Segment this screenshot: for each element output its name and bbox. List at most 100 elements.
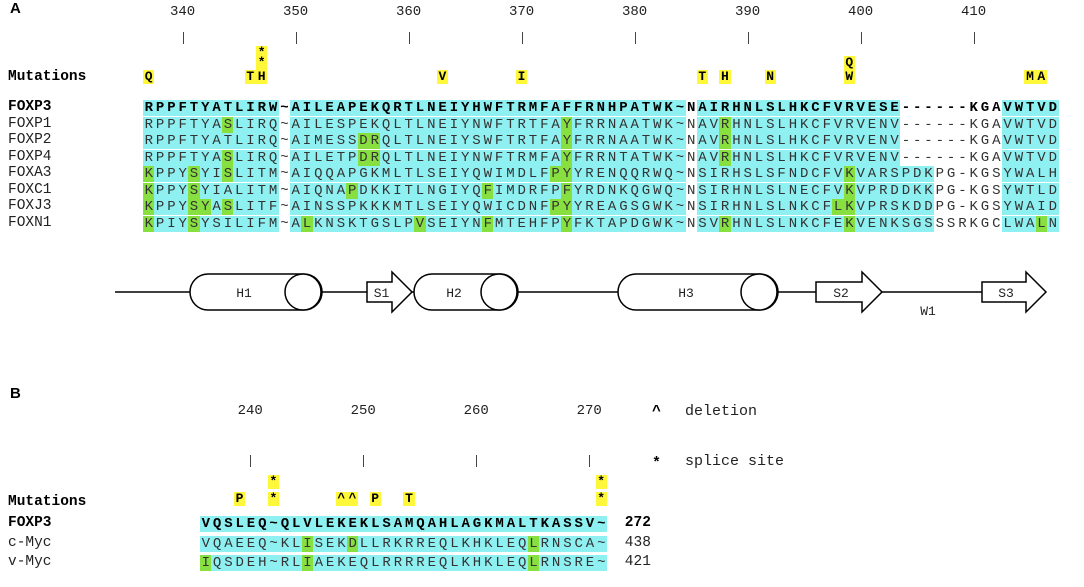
residue: N xyxy=(787,182,799,199)
residue: V xyxy=(832,182,844,199)
residue: R xyxy=(539,555,551,571)
residue: R xyxy=(539,535,551,552)
residue: I xyxy=(301,149,313,166)
residue: P xyxy=(154,215,166,232)
residue: P xyxy=(165,182,178,199)
residue: P xyxy=(402,215,415,232)
residue: G xyxy=(980,199,990,215)
residue: N xyxy=(741,116,754,133)
sequence-end-number: 272 xyxy=(624,515,651,531)
residue: K xyxy=(969,182,978,199)
residue: H xyxy=(471,555,483,571)
residue: L xyxy=(233,516,246,532)
residue: T xyxy=(504,133,517,149)
residue: M xyxy=(267,215,279,232)
residue: G xyxy=(980,166,990,182)
residue: F xyxy=(572,149,584,166)
residue: L xyxy=(1035,166,1048,182)
residue: S xyxy=(764,215,777,232)
residue: N xyxy=(527,199,539,215)
residue: M xyxy=(504,166,517,182)
residue: S xyxy=(335,116,347,133)
residue: K xyxy=(459,555,472,571)
residue: D xyxy=(346,535,359,552)
residue: G xyxy=(640,199,652,215)
residue: D xyxy=(1047,199,1059,215)
residue: Q xyxy=(414,516,427,532)
residue: G xyxy=(640,215,652,232)
residue: N xyxy=(1047,215,1059,232)
residue: T xyxy=(640,100,652,116)
residue: Y xyxy=(561,215,573,232)
residue: ~ xyxy=(674,133,686,149)
residue: F xyxy=(821,116,833,133)
residue: W xyxy=(1013,100,1025,116)
residue: I xyxy=(244,199,257,215)
residue: I xyxy=(301,166,313,182)
residue: L xyxy=(233,199,245,215)
sequence-name: FOXP4 xyxy=(8,148,52,165)
residue: I xyxy=(244,133,257,149)
residue: T xyxy=(335,149,347,166)
residue: - xyxy=(946,133,956,149)
residue: N xyxy=(425,133,438,149)
residue: W xyxy=(651,133,664,149)
residue: L xyxy=(290,555,302,571)
residue: N xyxy=(470,116,483,133)
residue: N xyxy=(686,116,696,133)
residue: E xyxy=(436,116,449,133)
residue: D xyxy=(357,182,370,199)
residue: T xyxy=(527,516,540,532)
residue: V xyxy=(1001,133,1014,149)
residue: F xyxy=(493,116,505,133)
residue: A xyxy=(628,116,641,133)
residue: N xyxy=(595,100,607,116)
residue: F xyxy=(538,100,551,116)
residue: T xyxy=(222,133,234,149)
residue: K xyxy=(843,199,856,215)
residue: Y xyxy=(199,215,212,232)
residue: K xyxy=(392,535,404,552)
residue: A xyxy=(606,199,618,215)
residue: E xyxy=(323,133,336,149)
sequence-name: FOXP3 xyxy=(8,99,52,115)
residue: A xyxy=(866,166,878,182)
residue: L xyxy=(775,199,788,215)
residue: F xyxy=(482,215,494,232)
residue: N xyxy=(686,166,696,182)
residue: S xyxy=(935,215,944,232)
axis-label-270: 270 xyxy=(576,403,602,419)
residue: S xyxy=(425,215,438,232)
residue: - xyxy=(946,149,956,166)
residue: L xyxy=(414,116,426,133)
residue: S xyxy=(992,166,1001,182)
residue: V xyxy=(1035,133,1048,149)
residue: E xyxy=(832,215,844,232)
residue: N xyxy=(686,199,696,215)
residue: A xyxy=(289,215,302,232)
residue: T xyxy=(504,215,517,232)
residue: T xyxy=(527,133,539,149)
residue: ~ xyxy=(280,182,289,199)
residue: L xyxy=(414,149,426,166)
residue: Y xyxy=(459,215,471,232)
residue: W xyxy=(651,149,664,166)
residue: N xyxy=(323,215,336,232)
residue: R xyxy=(595,133,607,149)
helix-label: H3 xyxy=(678,286,694,301)
legend-symbol: ^ xyxy=(652,403,662,420)
axis-label-380: 380 xyxy=(621,4,648,20)
residue: V xyxy=(854,149,867,166)
residue: A xyxy=(696,100,709,116)
residue: K xyxy=(843,182,856,199)
residue: N xyxy=(686,100,696,116)
residue: V xyxy=(708,215,720,232)
residue: K xyxy=(369,166,381,182)
residue: L xyxy=(527,166,539,182)
residue: D xyxy=(357,133,370,149)
residue: N xyxy=(323,182,336,199)
residue: H xyxy=(730,199,743,215)
residue: E xyxy=(323,100,336,116)
residue: S xyxy=(764,149,777,166)
